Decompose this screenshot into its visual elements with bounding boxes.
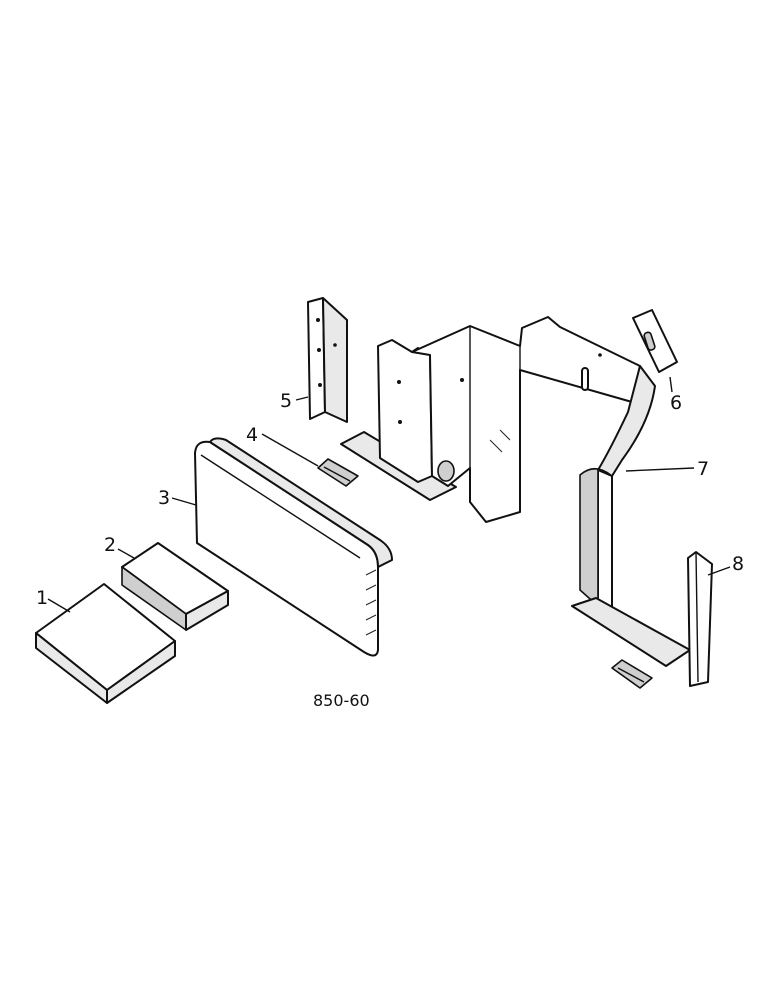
- callout-1: 1: [36, 587, 48, 609]
- part-2-pad: [121, 542, 229, 631]
- callout-2: 2: [104, 534, 116, 556]
- callout-4: 4: [246, 424, 258, 446]
- part-4-clip: [317, 458, 359, 487]
- part-8-bracket: [687, 551, 713, 687]
- callout-7: 7: [697, 458, 709, 480]
- callout-8: 8: [732, 553, 744, 575]
- part-6-plate: [632, 309, 678, 373]
- part-7-main-panel: [340, 316, 691, 667]
- callout-3: 3: [158, 487, 170, 509]
- callout-labels: 1 2 3 4 5 6 7 8 850-60: [36, 390, 744, 710]
- part-5-bracket: [307, 297, 348, 423]
- part-1-pad: [35, 583, 176, 704]
- callout-6: 6: [670, 392, 682, 414]
- callout-5: 5: [280, 390, 292, 412]
- leader-lines: [47, 376, 731, 613]
- reference-code: 850-60: [313, 691, 370, 710]
- part-3-backrest: [194, 437, 393, 657]
- part-4-clip-lower: [611, 659, 653, 689]
